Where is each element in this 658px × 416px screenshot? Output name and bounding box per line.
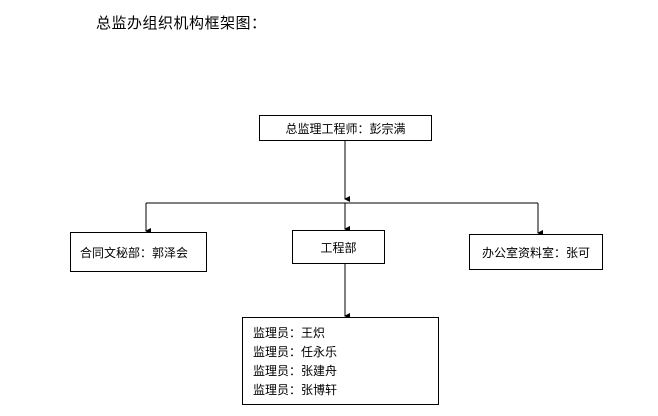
staff-member: 监理员：任永乐 [253,345,338,359]
office-archives-label: 办公室资料室：张可 [481,245,590,260]
engineering-department-box: 工程部 [292,230,385,264]
contract-secretariat-label: 合同文秘部：郭泽会 [80,245,189,260]
engineering-department-label: 工程部 [320,240,357,255]
staff-member: 监理员：张博轩 [253,383,338,397]
page-title: 总监办组织机构框架图： [96,14,267,32]
chief-supervisor-label: 总监理工程师：彭宗满 [285,121,406,136]
staff-member: 监理员：王炽 [253,326,326,340]
engineering-staff-box: 监理员：王炽 监理员：任永乐 监理员：张建舟 监理员：张博轩 [242,317,439,405]
chief-supervisor-box: 总监理工程师：彭宗满 [259,115,432,141]
contract-secretariat-box: 合同文秘部：郭泽会 [70,232,207,272]
staff-member: 监理员：张建舟 [253,364,338,378]
office-archives-box: 办公室资料室：张可 [469,234,603,270]
